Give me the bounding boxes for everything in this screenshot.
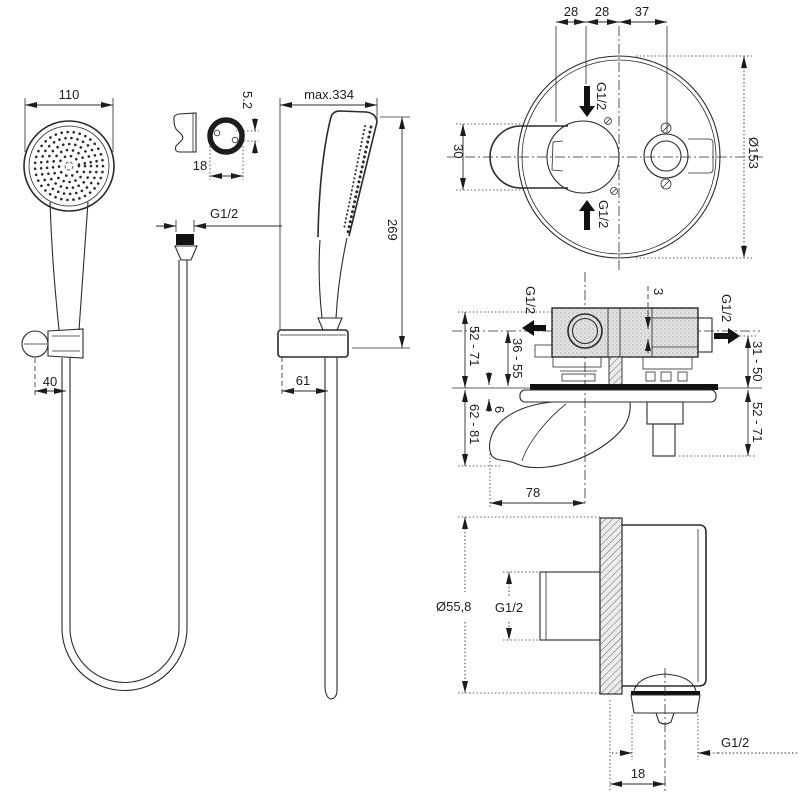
shower-handle-left-edge	[49, 201, 60, 331]
elbow-inlet-stub	[539, 571, 601, 641]
hot-inlet-arrow-icon	[579, 86, 595, 117]
valve-inlet-left-label: G1/2	[523, 286, 538, 314]
valve-right-port	[697, 317, 713, 353]
dim-plate-gap-label: 6	[492, 406, 507, 413]
view-bracket-detail: 5.2 18	[173, 91, 259, 180]
dim-handle-reach-label: 78	[526, 485, 540, 500]
spray-dots-ring	[33, 130, 105, 202]
cold-inlet-arrow-icon	[579, 200, 595, 230]
right-outlet-arrow-icon	[714, 328, 740, 344]
dim-height-label: 269	[385, 219, 400, 241]
dim-plate-diameter-label: Ø153	[746, 137, 761, 169]
hose-cone	[174, 245, 198, 261]
hose-tip	[324, 687, 338, 700]
hose-thread-label: G1/2	[210, 206, 238, 221]
escutcheon-edge	[530, 384, 718, 390]
spray-face-dots	[346, 125, 373, 234]
view-hand-shower-front: 110 40	[21, 87, 188, 692]
trim-plate-outer	[517, 55, 721, 259]
escutcheon-plate	[519, 389, 717, 403]
bracket-side-profile	[173, 112, 197, 153]
elbow-body	[622, 524, 707, 687]
dim-max-length-label: max.334	[304, 87, 354, 102]
valve-inlet-port	[567, 313, 603, 349]
holder-bracket	[277, 329, 349, 358]
shower-head-outline	[23, 120, 115, 212]
hose-nut	[176, 234, 194, 245]
handle-base	[546, 120, 620, 194]
valve-body	[551, 307, 699, 358]
dim-offset-left-label: 28	[564, 4, 578, 19]
dim-pin-height-label: 5.2	[240, 91, 255, 109]
screw-icon	[610, 187, 618, 195]
screw-icon	[660, 122, 672, 134]
view-elbow-side: Ø55,8 G1/2 G1/2 18	[436, 516, 798, 792]
dim-offset-right-label: 37	[635, 4, 649, 19]
inlet-bottom-label: G1/2	[596, 200, 611, 228]
outlet-pipe	[652, 423, 676, 457]
inlet-top-label: G1/2	[594, 82, 609, 110]
bracket-ring	[207, 117, 245, 155]
dim-below-axis-label: 62 - 81	[467, 404, 482, 444]
dim-elbow-plate-diameter-label: Ø55,8	[436, 599, 471, 614]
dim-bracket-offset-label: 40	[43, 374, 57, 389]
dim-elbow-inlet-thread-label: G1/2	[495, 600, 523, 615]
outlet-nut	[630, 694, 701, 714]
view-valve-side: 3 G1/2 G1/2 52 - 71 62 - 81 36 - 55	[452, 272, 765, 508]
dim-right-lower-label: 52 - 71	[750, 402, 765, 442]
dim-offset-mid-label: 28	[595, 4, 609, 19]
outlet-tip	[655, 712, 675, 725]
screw-icon	[604, 117, 612, 125]
elbow-flange	[599, 517, 623, 695]
handle-lever	[489, 125, 568, 189]
bracket-body	[47, 328, 84, 359]
left-inlet-arrow-icon	[522, 320, 546, 336]
dim-holder-depth-label: 61	[296, 373, 310, 388]
fixing-screw	[608, 356, 623, 386]
dim-depth-range-label: 36 - 55	[510, 338, 525, 378]
holder-cone	[317, 317, 343, 331]
shower-head-side	[317, 110, 378, 238]
view-trim-front: 28 28 37 G1/2 G1/2 30	[447, 4, 764, 272]
dim-elbow-outlet-thread-label: G1/2	[721, 735, 749, 750]
diverter-outer	[643, 133, 689, 179]
dim-bracket-width-label: 18	[193, 158, 207, 173]
valve-outlet-right-label: G1/2	[719, 294, 734, 322]
dim-head-width-label: 110	[59, 87, 80, 102]
screw-icon	[660, 178, 672, 190]
dim-handle-height-label: 30	[451, 144, 466, 158]
dim-above-axis-label: 52 - 71	[467, 326, 482, 366]
dim-wall-offset-label: 18	[631, 766, 645, 781]
view-hose-end: G1/2	[156, 206, 282, 261]
dim-travel-label: 3	[651, 288, 666, 295]
dim-right-upper-label: 31 - 50	[750, 341, 765, 381]
view-hand-shower-side: max.334 269 61	[277, 87, 410, 700]
mixer-lever-side	[488, 401, 631, 469]
hose-u-bend	[61, 627, 188, 692]
